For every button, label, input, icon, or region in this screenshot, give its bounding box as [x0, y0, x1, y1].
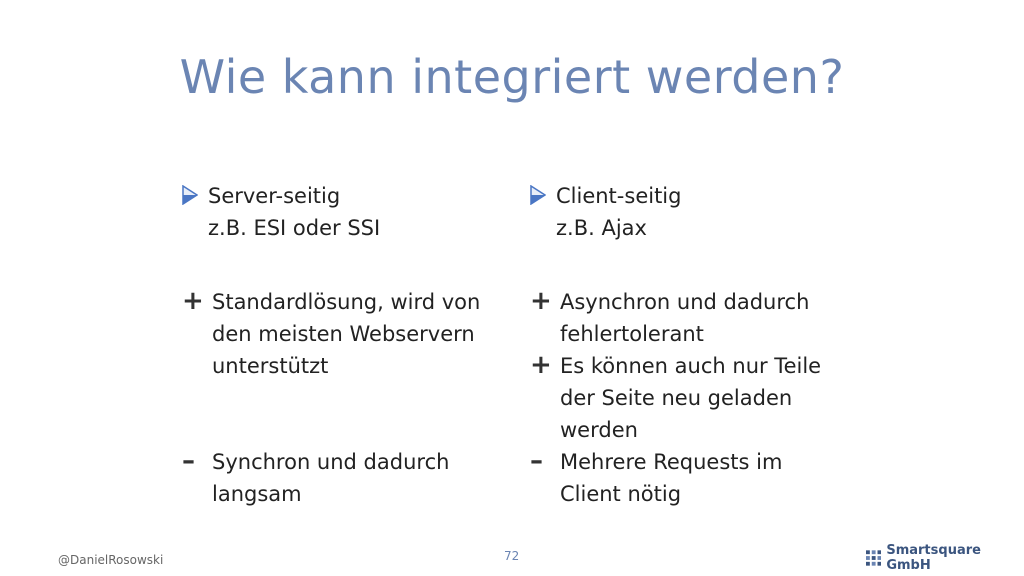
- plus-icon: +: [530, 286, 552, 316]
- item-line: werden: [560, 418, 638, 442]
- item-line: unterstützt: [212, 354, 329, 378]
- heading-line: Client-seitig: [556, 184, 682, 208]
- item-line: Client nötig: [560, 482, 682, 506]
- triangle-bullet-icon: [530, 185, 546, 205]
- plus-icon: +: [182, 286, 204, 316]
- heading-line: Server-seitig: [208, 184, 341, 208]
- triangle-bullet-icon: [182, 185, 198, 205]
- pros-list: + Standardlösung, wird von den meisten W…: [180, 286, 480, 382]
- server-side-column: Server-seitig z.B. ESI oder SSI + Standa…: [180, 180, 480, 510]
- pro-item: + Asynchron und dadurch fehlertolerant: [528, 286, 821, 350]
- minus-icon: –: [530, 446, 543, 476]
- author-handle: @DanielRosowski: [58, 553, 164, 567]
- client-side-column: Client-seitig z.B. Ajax + Asynchron und …: [528, 180, 821, 510]
- con-item: – Mehrere Requests im Client nötig: [528, 446, 821, 510]
- minus-icon: –: [182, 446, 195, 476]
- item-line: den meisten Webservern: [212, 322, 475, 346]
- pros-list: + Asynchron und dadurch fehlertolerant +…: [528, 286, 821, 446]
- company-name: Smartsquare GmbH: [886, 543, 981, 573]
- heading-subline: z.B. Ajax: [556, 216, 647, 240]
- page-number: 72: [504, 549, 520, 563]
- heading-subline: z.B. ESI oder SSI: [208, 216, 381, 240]
- cons-list: – Mehrere Requests im Client nötig: [528, 446, 821, 510]
- plus-icon: +: [530, 350, 552, 380]
- slide-title: Wie kann integriert werden?: [179, 50, 845, 104]
- item-line: Asynchron und dadurch: [560, 290, 810, 314]
- pro-item: + Standardlösung, wird von den meisten W…: [180, 286, 480, 382]
- smartsquare-logo-icon: [866, 550, 882, 566]
- item-line: Es können auch nur Teile: [560, 354, 822, 378]
- item-line: fehlertolerant: [560, 322, 704, 346]
- cons-list: – Synchron und dadurch langsam: [180, 446, 480, 510]
- item-line: Standardlösung, wird von: [212, 290, 481, 314]
- con-item: – Synchron und dadurch langsam: [180, 446, 480, 510]
- pro-item: + Es können auch nur Teile der Seite neu…: [528, 350, 821, 446]
- item-line: der Seite neu geladen: [560, 386, 793, 410]
- item-line: Synchron und dadurch: [212, 450, 450, 474]
- item-line: langsam: [212, 482, 302, 506]
- client-side-heading: Client-seitig z.B. Ajax: [528, 180, 821, 244]
- server-side-heading: Server-seitig z.B. ESI oder SSI: [180, 180, 480, 244]
- company-logo: Smartsquare GmbH: [866, 543, 1024, 573]
- item-line: Mehrere Requests im: [560, 450, 783, 474]
